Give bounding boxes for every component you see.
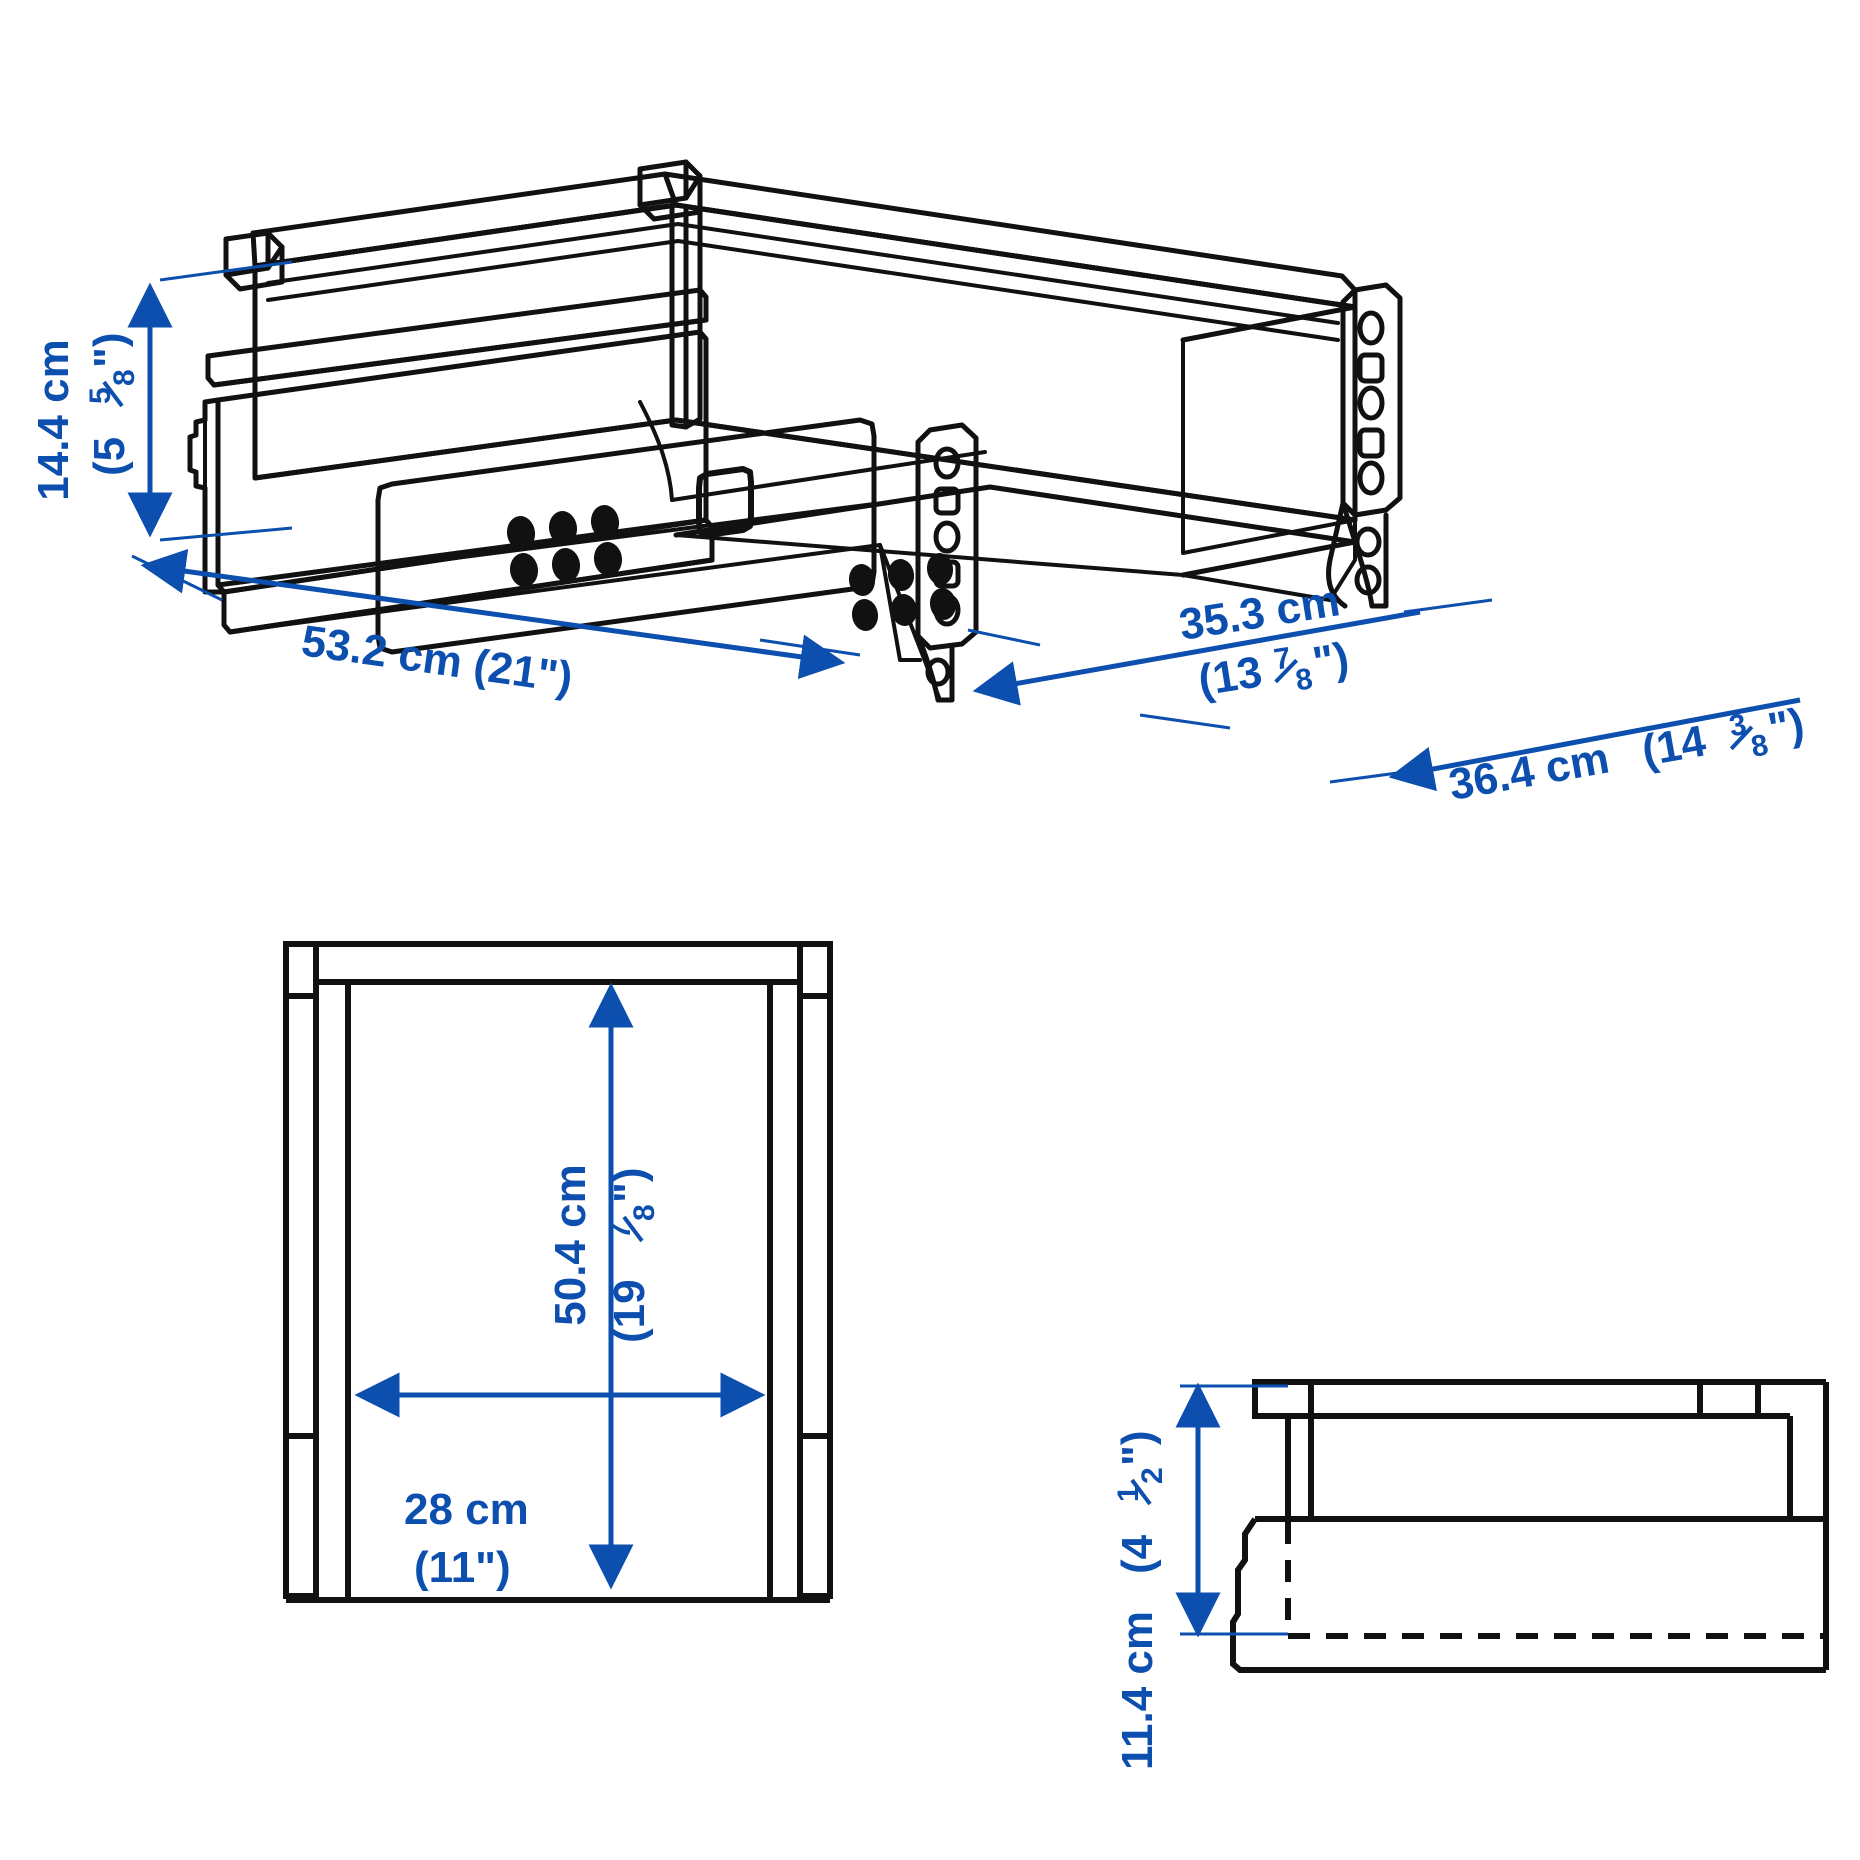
plan-inner-body xyxy=(286,979,830,1603)
dim-plan-height-imperial: (19 7 8 ") xyxy=(604,1167,661,1343)
dimension-arrow xyxy=(1388,697,1801,792)
interior-sweep-curve xyxy=(638,400,987,502)
dim-iso-inner-depth-label: 35.3 cm (13 7 8 ") xyxy=(1176,576,1352,705)
extension-line-near xyxy=(1403,598,1493,614)
dim-plan-height: 50.4 cm (19 7 8 ") xyxy=(546,982,661,1590)
imperial-denominator: 8 xyxy=(1293,662,1315,697)
left-top-corner-bracket xyxy=(223,230,285,292)
front-inner-rail xyxy=(205,287,709,388)
dim-plan-width-imperial: (11") xyxy=(414,1543,511,1592)
back-panel-inner-ledge xyxy=(266,222,1340,342)
side-section-view xyxy=(1230,1379,1829,1673)
rear-right-mounting-bracket xyxy=(1326,282,1403,609)
plan-view xyxy=(283,941,833,1603)
imperial-prefix: (19 xyxy=(605,1279,654,1343)
imperial-suffix: ") xyxy=(605,1167,654,1203)
dim-iso-height-metric: 14.4 cm xyxy=(29,339,78,500)
extension-line-far xyxy=(1139,713,1231,730)
extension-line-top xyxy=(159,260,293,282)
dim-side-height-label: 11.4 cm (4 1 2 ") xyxy=(1112,1430,1169,1770)
metric-value: 11.4 cm xyxy=(1113,1611,1162,1770)
side-top-rail xyxy=(1252,1379,1700,1419)
rear-bottom-connector xyxy=(1181,513,1357,602)
plan-right-rail xyxy=(797,941,833,1599)
dim-iso-height-imperial: (5 5 8 ") xyxy=(84,332,141,476)
dim-iso-inner-depth: 35.3 cm (13 7 8 ") xyxy=(967,576,1421,730)
imperial-denominator: 8 xyxy=(1749,729,1771,764)
imperial-prefix: (5 xyxy=(85,437,134,476)
imperial-denominator: 2 xyxy=(1136,1467,1169,1484)
dim-side-height: 11.4 cm (4 1 2 ") xyxy=(1112,1382,1288,1770)
dimension-arrow xyxy=(972,609,1421,706)
imperial-denominator: 8 xyxy=(108,369,141,386)
imperial-prefix: (4 xyxy=(1113,1534,1162,1574)
extension-line-near xyxy=(967,628,1041,647)
dim-plan-width-metric: 28 cm xyxy=(404,1485,529,1534)
dim-iso-outer-depth: 36.4 cm (14 3 8 ") xyxy=(1329,598,1808,810)
center-divider-post xyxy=(669,197,703,430)
extension-line-bottom xyxy=(159,526,293,542)
dim-iso-height: 14.4 cm (5 5 8 ") xyxy=(29,260,293,542)
imperial-prefix: (14 xyxy=(1638,716,1710,775)
dim-iso-outer-depth-label: 36.4 cm (14 3 8 ") xyxy=(1445,699,1808,810)
imperial-suffix: ") xyxy=(1113,1430,1162,1466)
dim-plan-height-metric: 50.4 cm xyxy=(546,1164,595,1325)
plan-left-rail xyxy=(283,941,319,1599)
imperial-denominator: 8 xyxy=(628,1204,661,1221)
imperial-prefix: (13 xyxy=(1195,647,1265,705)
side-hidden-edges xyxy=(1285,1522,1826,1639)
dimension-arrow xyxy=(140,548,846,680)
right-side-panel xyxy=(1180,304,1358,555)
imperial-suffix: ") xyxy=(85,332,134,368)
dim-plan-width: 28 cm (11") xyxy=(354,1372,766,1592)
imperial-suffix: ") xyxy=(1764,699,1807,753)
imperial-suffix: ") xyxy=(1309,633,1352,687)
side-top-rail-right xyxy=(1697,1379,1826,1419)
square-aperture xyxy=(696,466,754,538)
side-lower-body xyxy=(1230,1516,1829,1673)
